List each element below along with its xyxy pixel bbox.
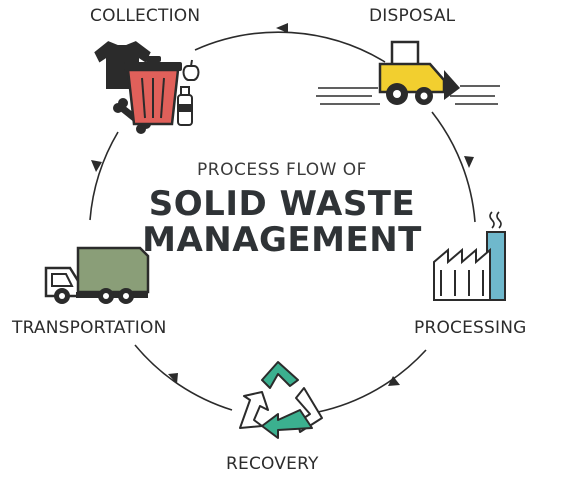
arrowhead-bottom-right bbox=[388, 376, 400, 386]
arrowhead-right bbox=[464, 156, 474, 168]
stage-label-collection: COLLECTION bbox=[90, 6, 201, 26]
collection-icon bbox=[91, 38, 200, 134]
arc-disposal-to-processing bbox=[431, 111, 476, 223]
apple-core-icon bbox=[182, 59, 200, 81]
processing-icon bbox=[433, 211, 506, 301]
bulldozer-icon bbox=[378, 40, 460, 105]
stage-label-disposal: DISPOSAL bbox=[369, 6, 456, 26]
stage-label-recovery: RECOVERY bbox=[226, 454, 319, 474]
recovery-icon bbox=[239, 361, 323, 439]
smoke-icon bbox=[489, 211, 502, 229]
garbage-truck-icon bbox=[44, 246, 150, 304]
diagram-title-line1: SOLID WASTE bbox=[148, 184, 416, 224]
arrowhead-bottom-left bbox=[168, 373, 178, 384]
arc-recovery-to-transportation bbox=[134, 344, 233, 411]
arrowhead-left bbox=[91, 160, 102, 172]
arc-processing-to-recovery bbox=[317, 349, 427, 413]
stage-label-processing: PROCESSING bbox=[414, 318, 527, 338]
stage-label-transportation: TRANSPORTATION bbox=[12, 318, 167, 338]
recycle-icon bbox=[239, 361, 323, 439]
arc-transportation-to-collection bbox=[89, 131, 119, 221]
flow-arrowheads bbox=[91, 23, 474, 386]
trash-bin-icon bbox=[124, 56, 182, 126]
bottle-icon bbox=[177, 86, 193, 126]
arrowhead-top bbox=[276, 23, 288, 33]
diagram-title-line2: MANAGEMENT bbox=[142, 220, 422, 260]
disposal-icon bbox=[316, 40, 500, 105]
transportation-icon bbox=[44, 246, 150, 304]
factory-building bbox=[433, 247, 491, 301]
diagram-subtitle: PROCESS FLOW OF bbox=[197, 160, 367, 180]
flow-cycle bbox=[89, 31, 476, 413]
arc-collection-to-disposal bbox=[194, 31, 386, 63]
ground-lines bbox=[316, 85, 500, 105]
